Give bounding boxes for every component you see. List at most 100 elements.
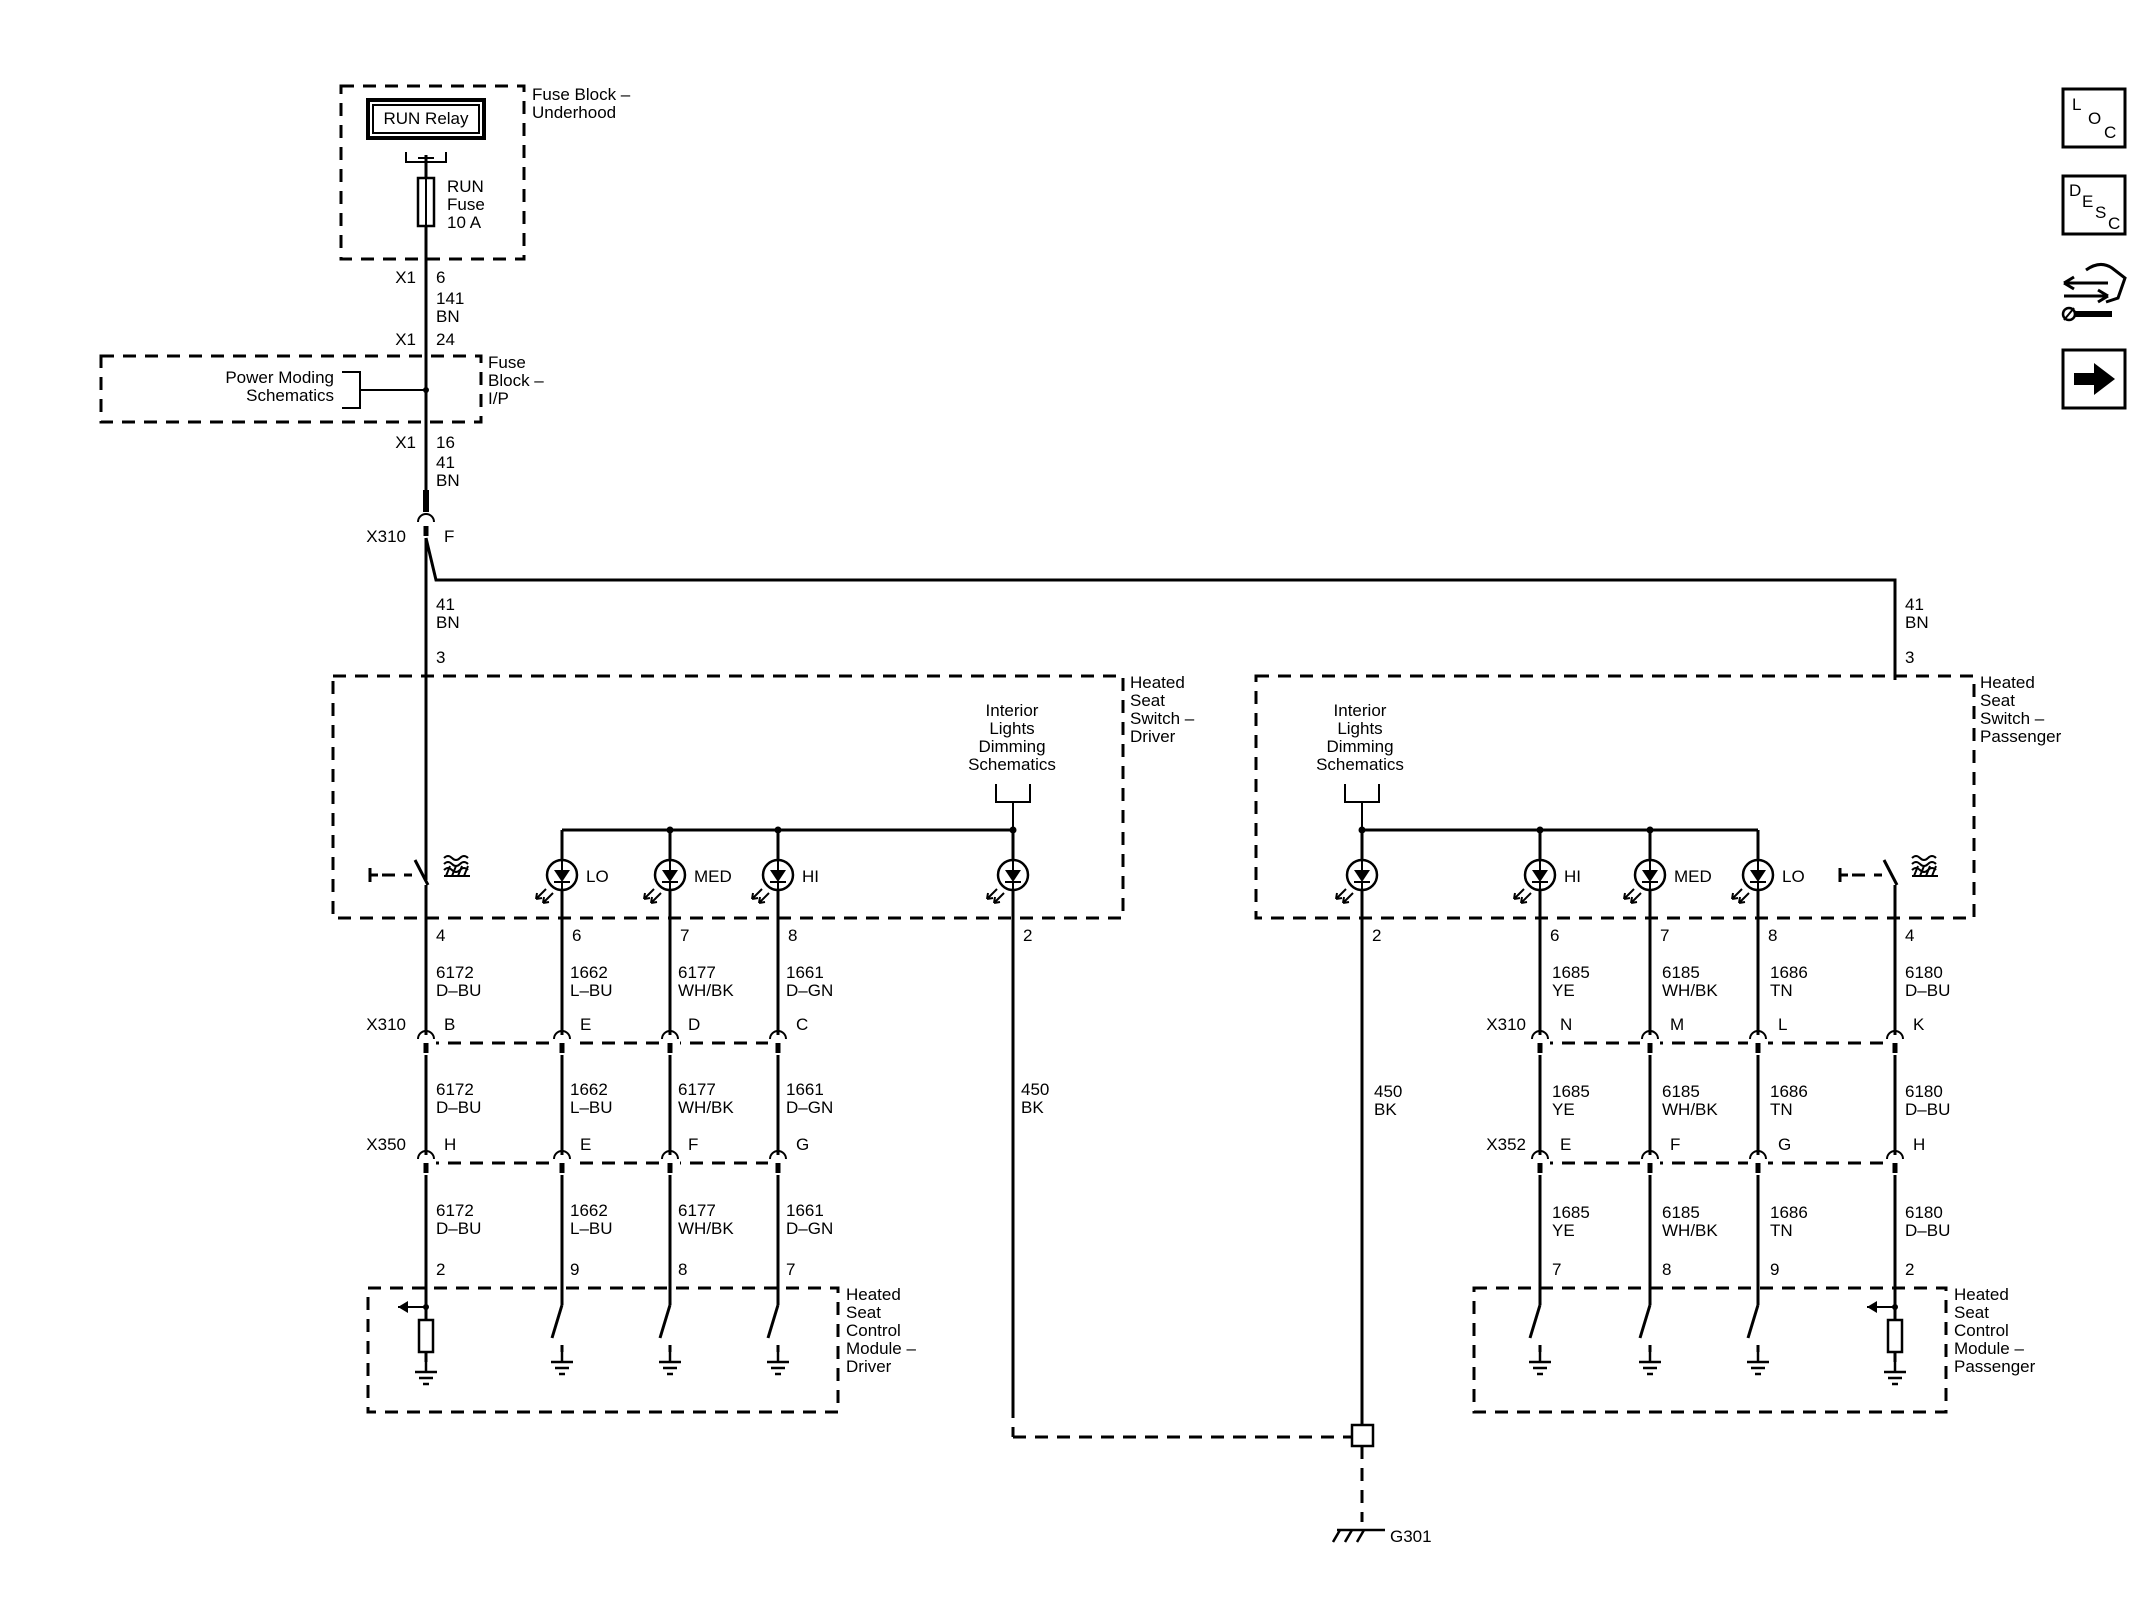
passenger-heater-element-icon <box>1886 1318 1904 1354</box>
driver-wire-1-color-c: D–BU <box>436 1219 481 1238</box>
driver-wire-4-color-c: D–GN <box>786 1219 833 1238</box>
driver-module-pin-9: 9 <box>570 1260 579 1279</box>
passenger-wire-2-num-b: 6185 <box>1662 1082 1700 1101</box>
driver-seat-heat-icon <box>443 855 471 877</box>
passenger-wire-1-color-b: YE <box>1552 1100 1575 1119</box>
passenger-wire-3-num-c: 1686 <box>1770 1203 1808 1222</box>
driver-wire-3-color-c: WH/BK <box>678 1219 734 1238</box>
driver-led-lo-label: LO <box>586 867 609 886</box>
passenger-module-label-1: Heated <box>1954 1285 2009 1304</box>
passenger-wire-2-num-c: 6185 <box>1662 1203 1700 1222</box>
driver-wire-1-color-a: D–BU <box>436 981 481 1000</box>
ground-splice-icon <box>1350 1423 1375 1448</box>
driver-switch-pin-8: 8 <box>788 926 797 945</box>
passenger-module-pin-8: 8 <box>1662 1260 1671 1279</box>
x310-passenger-label: X310 <box>1486 1015 1526 1034</box>
driver-switch-label-2: Seat <box>1130 691 1165 710</box>
loc-letter-o: O <box>2088 109 2101 128</box>
fuse-block-ip-label-1: Fuse <box>488 353 526 372</box>
driver-wire-2-num-c: 1662 <box>570 1201 608 1220</box>
wire-141-color: BN <box>436 307 460 326</box>
driver-dimming-label-4: Schematics <box>968 755 1056 774</box>
driver-switch-pin-6: 6 <box>572 926 581 945</box>
x352-passenger-pin-g: G <box>1778 1135 1791 1154</box>
driver-led-med-label: MED <box>694 867 732 886</box>
fuse-block-ip-label-3: I/P <box>488 389 509 408</box>
driver-wire-2-num-b: 1662 <box>570 1080 608 1099</box>
passenger-module-label-2: Seat <box>1954 1303 1989 1322</box>
x310-driver-pin-e: E <box>580 1015 591 1034</box>
passenger-switch-pin-2: 2 <box>1372 926 1381 945</box>
desc-letter-s: S <box>2095 203 2106 222</box>
passenger-wire-4-color-b: D–BU <box>1905 1100 1950 1119</box>
driver-wire-3-color-a: WH/BK <box>678 981 734 1000</box>
passenger-wire-4-num-a: 6180 <box>1905 963 1943 982</box>
passenger-input-med-ground-icon <box>1637 1350 1663 1376</box>
x310-passenger-pin-m: M <box>1670 1015 1684 1034</box>
driver-switch-box <box>331 674 1125 920</box>
passenger-wire-2-num-a: 6185 <box>1662 963 1700 982</box>
feed-driver-wire-color: BN <box>436 613 460 632</box>
fuse-block-underhood-label-1: Fuse Block – <box>532 85 631 104</box>
feed-passenger-wire-color: BN <box>1905 613 1929 632</box>
passenger-switch-pin-6: 6 <box>1550 926 1559 945</box>
driver-wire-2-color-b: L–BU <box>570 1098 613 1117</box>
passenger-wire-1-color-c: YE <box>1552 1221 1575 1240</box>
passenger-switch-pin-8: 8 <box>1768 926 1777 945</box>
loc-icon[interactable]: L O C <box>2061 87 2127 149</box>
passenger-switch-pin-4: 4 <box>1905 926 1914 945</box>
x1-label-mid: X1 <box>395 330 416 349</box>
driver-wire-1-color-b: D–BU <box>436 1098 481 1117</box>
driver-wire-3-num-a: 6177 <box>678 963 716 982</box>
passenger-wire-4-num-b: 6180 <box>1905 1082 1943 1101</box>
driver-dimming-label-1: Interior <box>986 701 1039 720</box>
passenger-switch-pin-7: 7 <box>1660 926 1669 945</box>
run-fuse-label-3: 10 A <box>447 213 482 232</box>
loc-letter-c: C <box>2104 123 2116 142</box>
fuse-block-ip-box <box>99 354 483 424</box>
driver-module-label-1: Heated <box>846 1285 901 1304</box>
x310-driver-pin-c: C <box>796 1015 808 1034</box>
driver-wire-2-num-a: 1662 <box>570 963 608 982</box>
passenger-module-ground-icon <box>1882 1360 1908 1386</box>
x310-driver-pin-d: D <box>688 1015 700 1034</box>
feed-passenger-pin: 3 <box>1905 648 1914 667</box>
wire-41-num-top: 41 <box>436 453 455 472</box>
next-arrow-icon[interactable] <box>2061 348 2127 410</box>
run-fuse-label-1: RUN <box>447 177 484 196</box>
x310-passenger-pin-k: K <box>1913 1015 1925 1034</box>
x350-driver-pin-g: G <box>796 1135 809 1154</box>
x310-passenger-pin-l: L <box>1778 1015 1787 1034</box>
x350-driver-pin-e: E <box>580 1135 591 1154</box>
passenger-wire-2-color-a: WH/BK <box>1662 981 1718 1000</box>
passenger-led-dim-icon <box>1334 858 1379 905</box>
x352-passenger-pin-f: F <box>1670 1135 1680 1154</box>
x1-label-top: X1 <box>395 268 416 287</box>
connector-repair-icon[interactable] <box>2061 263 2127 322</box>
passenger-wire-1-num-b: 1685 <box>1552 1082 1590 1101</box>
passenger-led-hi-icon <box>1512 858 1557 905</box>
driver-module-label-3: Control <box>846 1321 901 1340</box>
driver-wire-3-num-c: 6177 <box>678 1201 716 1220</box>
driver-input-med-ground-icon <box>657 1350 683 1376</box>
driver-switch-pin-2: 2 <box>1023 926 1032 945</box>
passenger-seat-heat-icon <box>1911 855 1939 877</box>
driver-switch-label-1: Heated <box>1130 673 1185 692</box>
passenger-wire-1-color-a: YE <box>1552 981 1575 1000</box>
driver-module-label-4: Module – <box>846 1339 916 1358</box>
passenger-switch-label-2: Seat <box>1980 691 2015 710</box>
driver-wire-4-num-a: 1661 <box>786 963 824 982</box>
passenger-wire-1-num-c: 1685 <box>1552 1203 1590 1222</box>
x350-driver-pin-f: F <box>688 1135 698 1154</box>
x350-driver-label: X350 <box>366 1135 406 1154</box>
passenger-switch-box <box>1254 674 1976 920</box>
passenger-switch-label-1: Heated <box>1980 673 2035 692</box>
driver-input-hi-ground-icon <box>765 1350 791 1376</box>
passenger-dimming-label-2: Lights <box>1337 719 1382 738</box>
passenger-module-label-4: Module – <box>1954 1339 2024 1358</box>
x310-driver-label: X310 <box>366 1015 406 1034</box>
desc-icon[interactable]: D E S C <box>2061 174 2127 236</box>
x1-pin-6: 6 <box>436 268 445 287</box>
passenger-wire-3-color-a: TN <box>1770 981 1793 1000</box>
